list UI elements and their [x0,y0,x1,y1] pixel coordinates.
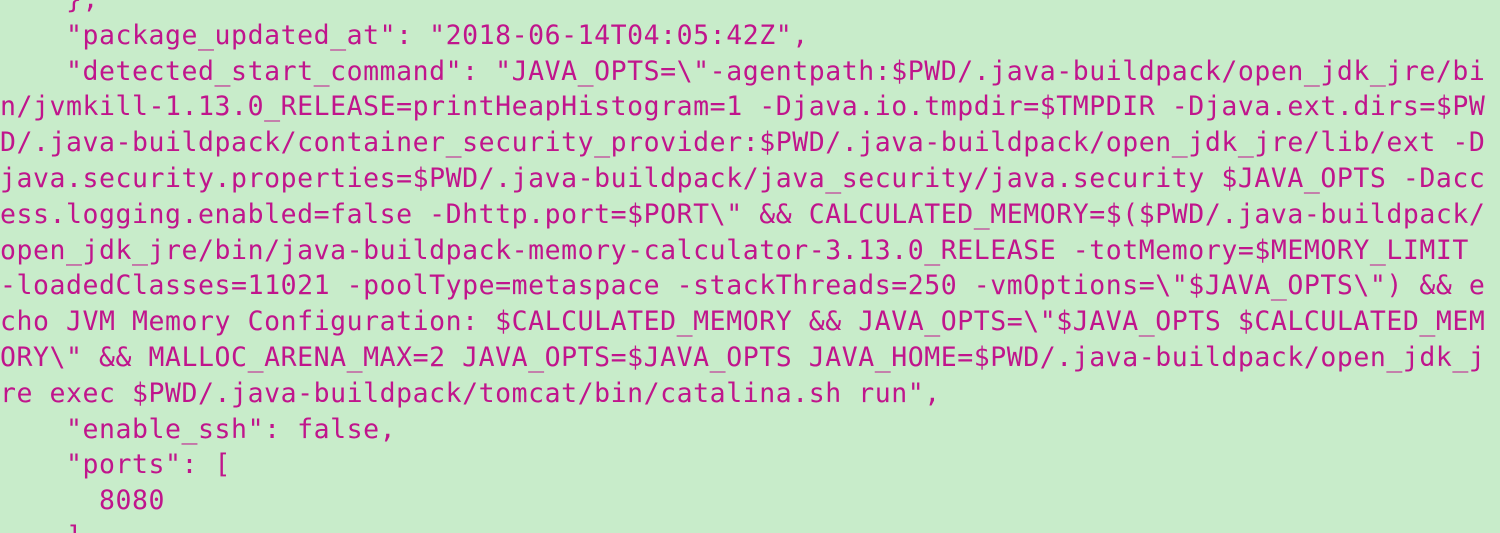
code-line-command-continued: n/jvmkill-1.13.0_RELEASE=printHeapHistog… [0,91,1486,123]
code-line-package-updated-at: "package_updated_at": "2018-06-14T04:05:… [0,19,809,51]
code-line-ports: "ports": [ [0,449,232,481]
code-line-command-continued: java.security.properties=$PWD/.java-buil… [0,162,1486,194]
code-line-ports-close: ], [0,519,1485,533]
code-line-enable-ssh: "enable_ssh": false, [0,413,397,445]
code-line-closing-brace: }, [0,0,1485,18]
code-line-port-value: 8080 [0,485,166,517]
code-line-command-continued: ORY\" && MALLOC_ARENA_MAX=2 JAVA_OPTS=$J… [0,341,1486,373]
code-line-command-continued: D/.java-buildpack/container_security_pro… [0,127,1486,159]
code-line-command-end: re exec $PWD/.java-buildpack/tomcat/bin/… [0,377,941,409]
code-line-command-continued: -loadedClasses=11021 -poolType=metaspace… [0,270,1486,302]
code-line-detected-start-command: "detected_start_command": "JAVA_OPTS=\"-… [0,55,1486,87]
code-line-command-continued: ess.logging.enabled=false -Dhttp.port=$P… [0,198,1486,230]
code-line-command-continued: cho JVM Memory Configuration: $CALCULATE… [0,306,1486,338]
code-line-command-continued: open_jdk_jre/bin/java-buildpack-memory-c… [0,234,1486,266]
